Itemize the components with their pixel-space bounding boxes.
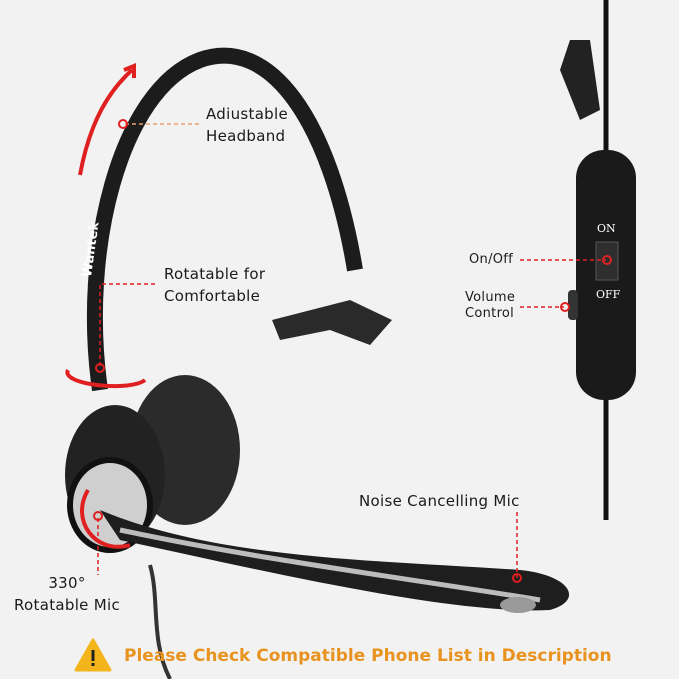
warning-icon xyxy=(74,638,112,672)
on-off-switch[interactable] xyxy=(595,241,619,281)
volume-label: Volume Control xyxy=(465,290,515,322)
switch-off-text: OFF xyxy=(596,288,621,301)
noise-cancelling-label: Noise Cancelling Mic xyxy=(359,492,520,510)
switch-on-text: ON xyxy=(597,222,616,235)
headband-label-line2: Headband xyxy=(206,127,286,145)
mic-rotate-label: 330° Rotatable Mic xyxy=(14,572,120,616)
mic-rotate-degree: 330° xyxy=(48,574,86,592)
volume-wheel[interactable] xyxy=(568,290,578,320)
cable-clip xyxy=(560,40,600,120)
temple-pad xyxy=(272,300,392,345)
rotatable-label-line2: Comfortable xyxy=(164,287,261,305)
volume-label-line2: Control xyxy=(465,306,515,321)
on-off-label: On/Off xyxy=(469,252,514,267)
mic-rotate-text: Rotatable Mic xyxy=(14,596,121,614)
mic-grille xyxy=(500,597,536,613)
volume-label-line1: Volume xyxy=(465,290,516,305)
headband-label-line1: Adiustable xyxy=(206,105,288,123)
rotatable-label: Rotatable for Comfortable xyxy=(164,263,265,307)
rotate-arrow-icon xyxy=(65,63,147,549)
compatibility-notice: Please Check Compatible Phone List in De… xyxy=(124,646,612,666)
headband-label: Adiustable Headband xyxy=(206,103,288,147)
headband xyxy=(86,47,363,392)
rotatable-label-line1: Rotatable for xyxy=(164,265,266,283)
